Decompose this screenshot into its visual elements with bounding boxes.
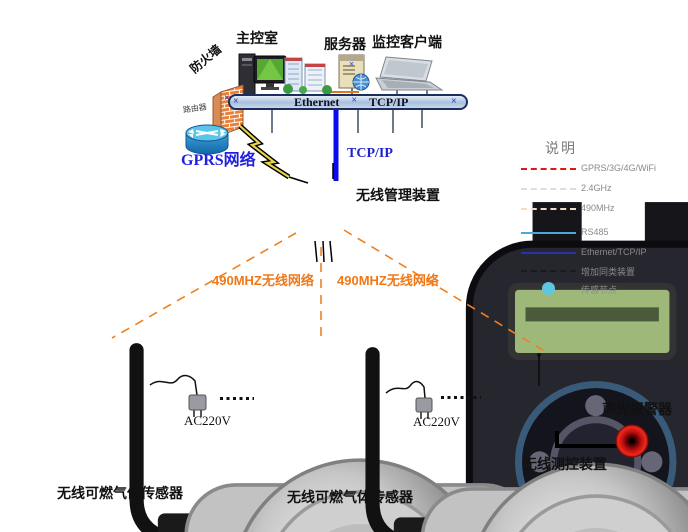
bus-cross-mid: × xyxy=(351,95,358,106)
alarm-label: 声光报警器 xyxy=(602,401,672,417)
ethernet-bus-text: Ethernet × TCP/IP xyxy=(294,95,408,110)
ethernet-bus xyxy=(228,94,468,110)
server-icon xyxy=(338,54,370,91)
lightning-bolt-icon xyxy=(238,124,334,184)
gas-sensor-2-icon xyxy=(363,345,688,532)
firewall-cross: × xyxy=(224,93,230,104)
bus-ethernet-label: Ethernet xyxy=(294,95,340,109)
legend-line-ethernet xyxy=(521,252,576,254)
more-devices-dots-2 xyxy=(441,396,481,399)
bus-cross-right: × xyxy=(451,96,457,107)
tcpip-link-label: TCP/IP xyxy=(347,146,393,161)
alarm-wire xyxy=(555,431,618,448)
server-label: 服务器 xyxy=(324,36,366,52)
control-room-computer-icon xyxy=(238,53,287,97)
more-devices-dots-1 xyxy=(220,397,254,400)
legend-title: 说明 xyxy=(545,140,577,156)
gas-sensor-1-label: 无线可燃气体传感器 xyxy=(57,485,183,501)
legend-sensor-node-icon xyxy=(542,282,555,295)
laptop-icon xyxy=(375,56,444,91)
server-cross: × xyxy=(349,59,355,69)
gas-sensor-1-icon xyxy=(127,341,575,532)
sensor2-power-label: AC220V xyxy=(413,414,460,429)
legend-line-rs485 xyxy=(521,232,576,234)
bus-tcpip-label: TCP/IP xyxy=(369,95,409,109)
sensor1-power-label: AC220V xyxy=(184,413,231,428)
legend-line-490 xyxy=(521,208,576,210)
wireless-manager-label: 无线管理装置 xyxy=(356,187,440,203)
control-room-label: 主控室 xyxy=(236,30,278,46)
wireless-rtu-icon xyxy=(537,353,541,386)
router-icon xyxy=(185,124,229,155)
buildings-icon xyxy=(283,57,332,95)
alarm-siren-icon xyxy=(615,424,649,458)
legend-line-add-device xyxy=(521,270,576,272)
rtu-label: 无线测控装置 xyxy=(523,456,607,472)
gprs-network-label: GPRS网络 xyxy=(181,152,256,169)
wireless-manager-icon xyxy=(314,201,688,532)
legend-line-24g xyxy=(521,188,576,190)
legend-line-gprs xyxy=(521,168,576,170)
wireless-490-right-label: 490MHZ无线网络 xyxy=(337,273,439,288)
wireless-490-left-label: 490MHZ无线网络 xyxy=(212,273,314,288)
client-label: 监控客户端 xyxy=(372,34,442,50)
bus-cross-left: × xyxy=(233,96,239,107)
gas-sensor-2-label: 无线可燃气体传感器 xyxy=(287,489,413,505)
wireless-490mhz-links xyxy=(111,229,547,353)
